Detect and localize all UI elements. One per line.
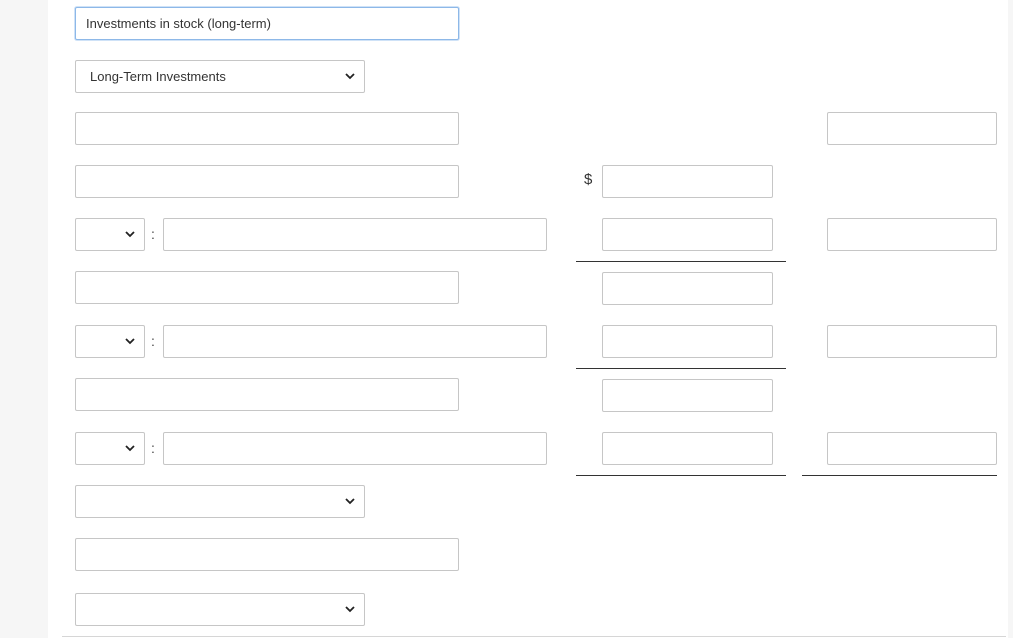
subtotal-rule-3 bbox=[576, 475, 786, 476]
amount-input-5[interactable] bbox=[602, 379, 773, 412]
total-amount-input-4[interactable] bbox=[827, 432, 997, 465]
line-label-input-4[interactable] bbox=[75, 378, 459, 411]
chevron-down-icon bbox=[345, 606, 355, 613]
category-select-2[interactable] bbox=[75, 485, 365, 518]
total-amount-input-3[interactable] bbox=[827, 325, 997, 358]
category-select[interactable]: Long-Term Investments bbox=[75, 60, 365, 93]
colon-separator: : bbox=[151, 333, 155, 349]
total-rule bbox=[802, 475, 997, 476]
description-input-1[interactable] bbox=[163, 218, 547, 251]
line-label-input-5[interactable] bbox=[75, 538, 459, 571]
amount-input-6[interactable] bbox=[602, 432, 773, 465]
chevron-down-icon bbox=[345, 73, 355, 80]
worksheet-panel bbox=[48, 0, 1008, 638]
amount-input-1[interactable] bbox=[602, 165, 773, 198]
operator-select-1[interactable] bbox=[75, 218, 145, 251]
account-title-input[interactable] bbox=[75, 7, 459, 40]
amount-input-3[interactable] bbox=[602, 272, 773, 305]
chevron-down-icon bbox=[125, 338, 135, 345]
colon-separator: : bbox=[151, 226, 155, 242]
currency-symbol: $ bbox=[584, 171, 593, 188]
operator-select-2[interactable] bbox=[75, 325, 145, 358]
chevron-down-icon bbox=[125, 231, 135, 238]
subtotal-rule-1 bbox=[576, 261, 786, 262]
operator-select-3[interactable] bbox=[75, 432, 145, 465]
chevron-down-icon bbox=[345, 498, 355, 505]
description-input-3[interactable] bbox=[163, 432, 547, 465]
category-select-3[interactable] bbox=[75, 593, 365, 626]
amount-input-4[interactable] bbox=[602, 325, 773, 358]
subtotal-rule-2 bbox=[576, 368, 786, 369]
line-label-input-3[interactable] bbox=[75, 271, 459, 304]
colon-separator: : bbox=[151, 440, 155, 456]
amount-input-2[interactable] bbox=[602, 218, 773, 251]
total-amount-input-2[interactable] bbox=[827, 218, 997, 251]
category-select-value: Long-Term Investments bbox=[90, 69, 226, 84]
total-amount-input-1[interactable] bbox=[827, 112, 997, 145]
chevron-down-icon bbox=[125, 445, 135, 452]
line-label-input-2[interactable] bbox=[75, 165, 459, 198]
line-label-input-1[interactable] bbox=[75, 112, 459, 145]
panel-bottom-border bbox=[62, 636, 1006, 637]
description-input-2[interactable] bbox=[163, 325, 547, 358]
